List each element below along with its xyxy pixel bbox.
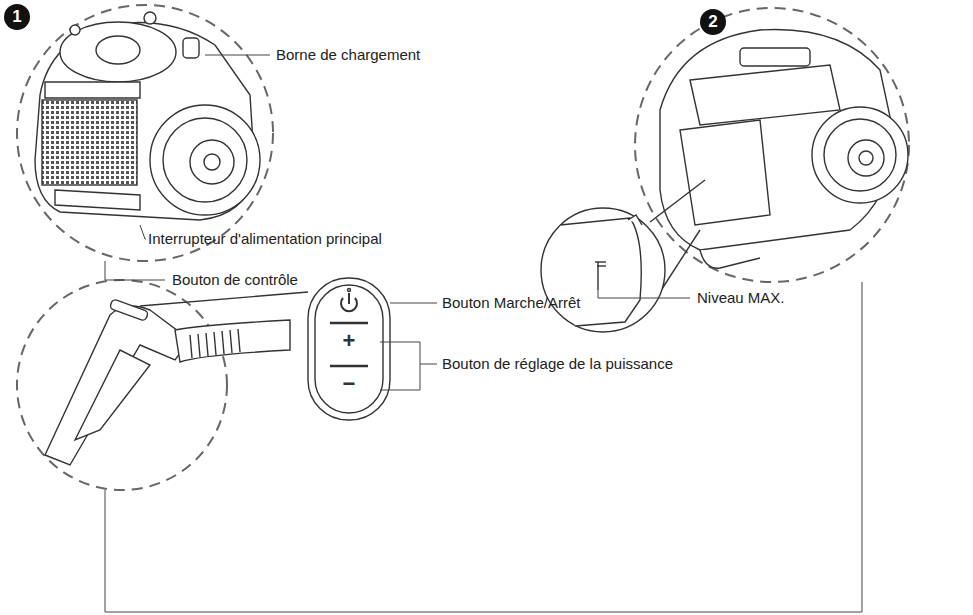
vacuum-body xyxy=(740,48,810,66)
vacuum-body xyxy=(204,154,220,170)
control-panel xyxy=(330,365,368,368)
inset-zoom xyxy=(597,262,598,290)
vacuum-body xyxy=(163,118,247,202)
control-panel xyxy=(315,285,383,413)
handle xyxy=(45,306,190,465)
leader-line xyxy=(105,261,106,280)
vacuum-body xyxy=(190,140,234,184)
inset-zoom xyxy=(660,230,700,292)
handle xyxy=(206,333,208,356)
handle xyxy=(222,331,224,354)
leader-line xyxy=(598,290,690,298)
detail-circle xyxy=(635,8,909,282)
control-panel xyxy=(140,278,390,420)
vacuum-body xyxy=(700,250,760,268)
detail-circle xyxy=(17,280,227,490)
detail-circle xyxy=(17,5,909,490)
vacuum-body xyxy=(70,25,80,35)
part-label: Interrupteur d'alimentation principal xyxy=(148,230,382,248)
handle xyxy=(109,299,148,321)
part-label: Borne de chargement xyxy=(276,46,420,64)
control-panel xyxy=(308,278,390,420)
handle xyxy=(45,299,290,465)
inset-zoom xyxy=(650,180,705,222)
control-panel xyxy=(140,292,308,306)
leader-line xyxy=(140,225,146,239)
inset-zoom xyxy=(628,215,642,225)
callout-number: 1 xyxy=(4,4,30,30)
control-panel xyxy=(348,289,351,292)
vacuum-body xyxy=(42,100,137,185)
handle xyxy=(230,330,232,353)
handle xyxy=(190,329,240,358)
vacuum-body xyxy=(144,12,156,24)
handle xyxy=(238,329,240,352)
vacuum-body xyxy=(55,190,140,210)
vacuum-body xyxy=(660,30,908,269)
control-panel xyxy=(330,322,368,325)
leader-line xyxy=(380,342,420,390)
leader-line xyxy=(420,364,437,365)
control-panel xyxy=(348,293,350,304)
handle xyxy=(198,334,200,357)
vacuum-body xyxy=(45,82,140,98)
leader-line xyxy=(105,55,862,612)
vacuum-body xyxy=(35,12,260,220)
button-symbol: + xyxy=(340,330,358,352)
part-label: Bouton de contrôle xyxy=(172,271,298,289)
handle xyxy=(214,332,216,355)
vacuum-body xyxy=(824,119,896,191)
vacuum-body xyxy=(150,105,260,215)
callout-number: 2 xyxy=(700,9,726,35)
vacuum-body xyxy=(183,38,199,58)
vacuum-body xyxy=(96,36,140,64)
part-label: Bouton Marche/Arrêt xyxy=(442,294,580,312)
part-label: Niveau MAX. xyxy=(697,289,785,307)
vacuum-body xyxy=(60,22,176,82)
inset-zoom xyxy=(595,261,606,262)
leader-line xyxy=(105,282,862,612)
vacuum-body xyxy=(660,30,895,251)
vacuum-body xyxy=(848,140,884,176)
vacuum-body xyxy=(680,120,770,225)
vacuum-body xyxy=(812,107,908,203)
leader-line xyxy=(105,280,165,281)
button-symbol: − xyxy=(340,373,358,395)
detail-circle xyxy=(17,5,273,261)
vacuum-body xyxy=(35,23,255,221)
vacuum-body xyxy=(690,65,840,125)
handle xyxy=(190,335,192,358)
leader-line xyxy=(205,55,270,56)
handle xyxy=(175,320,290,362)
leader-line xyxy=(390,303,437,304)
inset-zoom xyxy=(541,208,665,332)
handle xyxy=(75,350,150,440)
vacuum-body xyxy=(859,151,873,165)
part-label: Bouton de réglage de la puissance xyxy=(442,355,673,373)
